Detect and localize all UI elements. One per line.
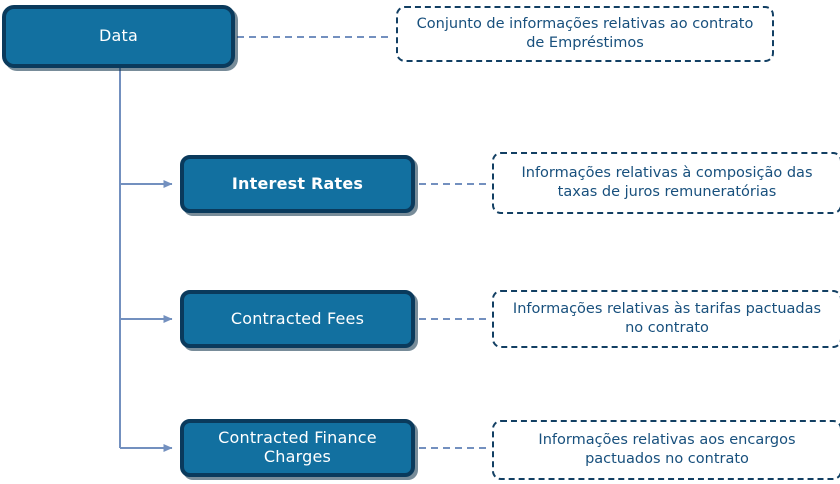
note-contracted-fees-text: Informações relativas às tarifas pactuad… xyxy=(512,300,822,336)
node-interest-rates[interactable]: Interest Rates xyxy=(180,155,415,213)
note-data-text: Conjunto de informações relativas ao con… xyxy=(416,15,754,51)
note-interest-rates-text: Informações relativas à composição das t… xyxy=(521,164,813,200)
node-data-label: Data xyxy=(98,26,138,46)
node-interest-rates-label: Interest Rates xyxy=(231,173,364,193)
note-contracted-finance-charges: Informações relativas aos encargos pactu… xyxy=(492,420,840,480)
note-interest-rates: Informações relativas à composição das t… xyxy=(492,152,840,214)
note-contracted-fees: Informações relativas às tarifas pactuad… xyxy=(492,290,840,348)
note-contracted-finance-charges-text: Informações relativas aos encargos pactu… xyxy=(538,431,796,467)
node-contracted-finance-charges[interactable]: Contracted Finance Charges xyxy=(180,419,415,477)
node-contracted-fees-label: Contracted Fees xyxy=(230,308,365,328)
note-data: Conjunto de informações relativas ao con… xyxy=(396,6,774,62)
node-data[interactable]: Data xyxy=(2,5,235,68)
node-contracted-finance-charges-label: Contracted Finance Charges xyxy=(218,428,377,466)
node-contracted-fees[interactable]: Contracted Fees xyxy=(180,290,415,348)
